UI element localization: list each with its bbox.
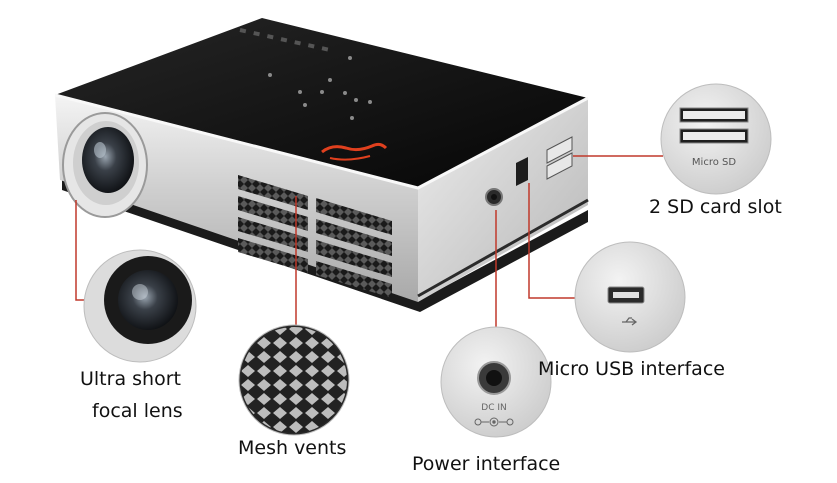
micro-usb-label: Micro USB interface — [538, 358, 725, 380]
mesh-vents-label: Mesh vents — [238, 437, 347, 459]
micro-sd-text: Micro SD — [692, 157, 736, 168]
callout-micro-sd: Micro SD — [660, 83, 772, 195]
callout-mesh-vents — [238, 324, 350, 436]
callout-micro-usb — [574, 241, 686, 353]
polarity-icon — [474, 417, 514, 427]
top-control-buttons — [239, 28, 372, 120]
lens-label-line1: Ultra short — [80, 368, 181, 390]
lens — [62, 112, 148, 218]
power-interface-label: Power interface — [412, 453, 561, 475]
callout-dc-in: DC IN — [440, 326, 552, 438]
sd-slot-label: 2 SD card slot — [649, 196, 782, 218]
dc-in-text: DC IN — [481, 403, 506, 413]
lens-label-line2: focal lens — [92, 400, 183, 422]
callout-lens — [83, 249, 197, 363]
side-ports — [485, 136, 573, 206]
front-vents — [238, 175, 392, 298]
brand-logo — [321, 142, 388, 161]
usb-icon — [622, 317, 638, 326]
